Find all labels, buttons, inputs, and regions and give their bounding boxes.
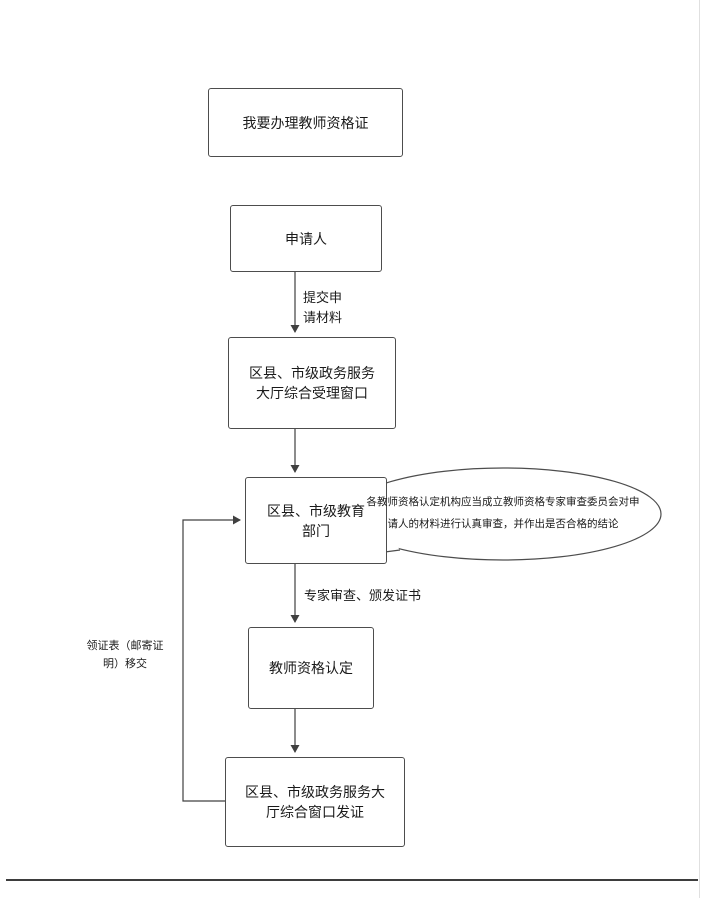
node-start-title-label: 我要办理教师资格证 <box>242 114 369 131</box>
feedback-transfer-line <box>182 515 241 802</box>
node-education-dept-label: 区县、市级教育部门 <box>267 502 365 539</box>
node-acceptance-window: 区县、市级政务服务大厅综合受理窗口 <box>228 337 396 429</box>
node-issuance-window: 区县、市级政务服务大厅综合窗口发证 <box>225 757 405 847</box>
node-issuance-window-label: 区县、市级政务服务大厅综合窗口发证 <box>245 784 385 820</box>
node-start-title: 我要办理教师资格证 <box>208 88 403 157</box>
node-applicant: 申请人 <box>230 205 382 272</box>
edge-label-transfer: 领证表（邮寄证明）移交 <box>86 640 164 670</box>
callout-note-text: 各教师资格认定机构应当成立教师资格专家审查委员会对申请人的材料进行认真审查，并作… <box>366 496 640 530</box>
node-qualification: 教师资格认定 <box>248 627 374 709</box>
node-acceptance-window-label: 区县、市级政务服务大厅综合受理窗口 <box>249 365 375 401</box>
edge-label-expert-review: 专家审查、颁发证书 <box>304 588 422 603</box>
node-education-dept: 区县、市级教育部门 <box>245 477 387 564</box>
node-applicant-label: 申请人 <box>285 230 327 247</box>
edge-label-submit-materials: 提交申请材料 <box>303 290 343 325</box>
node-qualification-label: 教师资格认定 <box>269 660 353 676</box>
